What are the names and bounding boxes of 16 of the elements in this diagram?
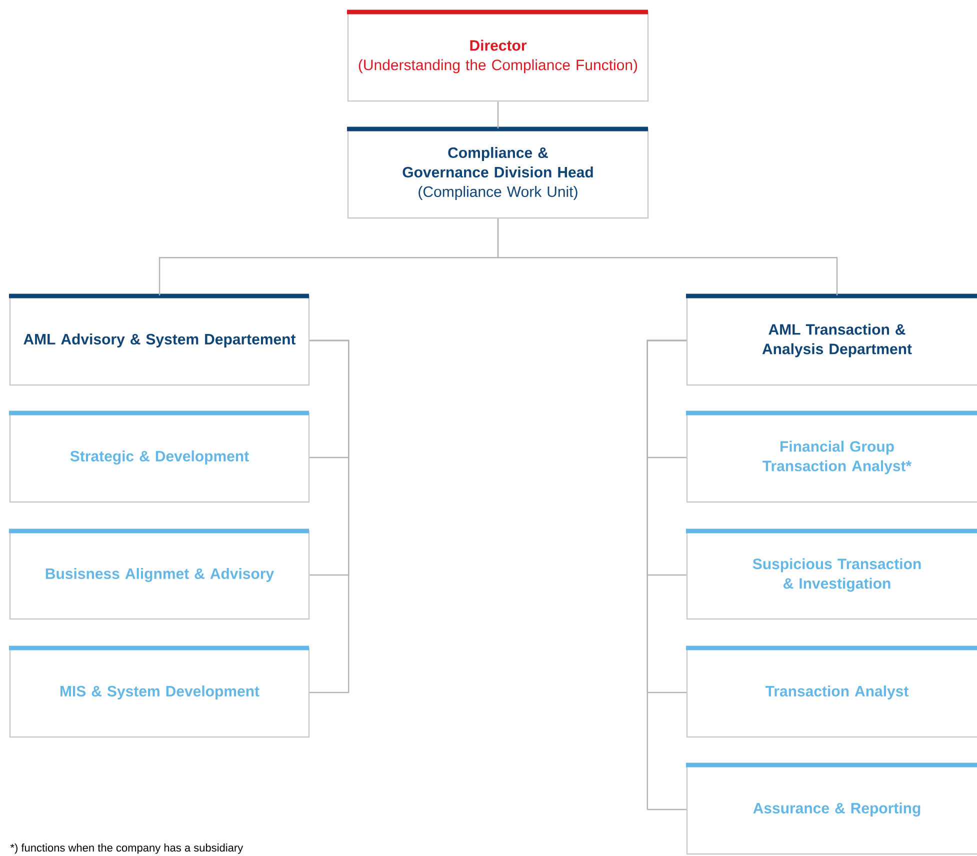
connector-line xyxy=(646,340,686,810)
unit-box: Strategic & Development xyxy=(9,410,310,503)
unit-box: Suspicious Transaction & Investigation xyxy=(686,528,977,620)
connector-line xyxy=(497,218,838,296)
unit-box: Assurance & Reporting xyxy=(686,762,977,855)
unit-box: Financial Group Transaction Analyst* xyxy=(686,410,977,503)
department-box: AML Advisory & System Departement xyxy=(9,294,310,386)
department-box: AML Transaction & Analysis Department xyxy=(686,294,977,386)
department-box: Compliance & Governance Division Head (Compliance Work Unit) xyxy=(347,126,649,219)
connector-line xyxy=(497,102,499,128)
unit-box: MIS & System Development xyxy=(9,646,310,738)
unit-box: Busisness Alignmet & Advisory xyxy=(9,528,310,620)
footnote: *) functions when the company has a subsidiary xyxy=(10,844,244,854)
director-box: Director (Understanding the Compliance Function) xyxy=(347,10,649,102)
unit-box: Transaction Analyst xyxy=(686,646,977,738)
connector-line xyxy=(310,340,350,694)
